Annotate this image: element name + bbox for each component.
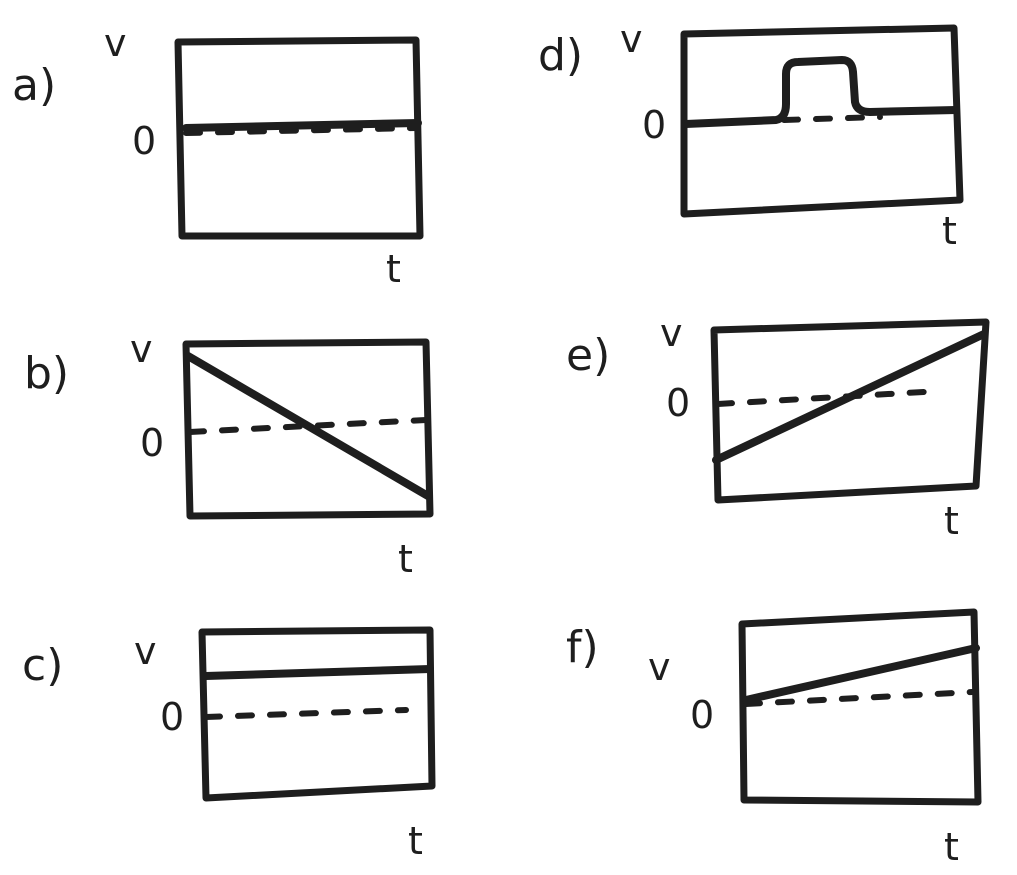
zero-line-c <box>203 707 409 720</box>
panel-label-e: e) <box>566 330 610 381</box>
zero-line-d <box>781 114 883 123</box>
zero-label-d: 0 <box>642 103 666 147</box>
zero-label-e: 0 <box>666 381 690 425</box>
panel-label-b: b) <box>24 348 69 399</box>
v-axis-label-f: v <box>648 645 671 689</box>
velocity-curve-f <box>742 644 980 704</box>
velocity-curve-c <box>202 665 434 680</box>
graph-f: f) v 0 t <box>566 608 982 869</box>
zero-line-f <box>743 689 975 707</box>
graph-a: a) v 0 t <box>12 21 424 291</box>
zero-line-b <box>187 417 429 435</box>
zero-label-f: 0 <box>690 693 714 737</box>
zero-line-a <box>183 125 419 136</box>
v-axis-label-d: v <box>620 17 643 61</box>
v-axis-label-e: v <box>660 311 683 355</box>
panel-label-c: c) <box>22 640 63 691</box>
zero-label-c: 0 <box>160 695 184 739</box>
plot-frame-e <box>710 318 990 504</box>
plot-frame-d <box>680 24 964 218</box>
t-axis-label-c: t <box>408 819 423 863</box>
graph-e: e) v 0 t <box>566 311 990 543</box>
t-axis-label-a: t <box>386 247 401 291</box>
zero-label-b: 0 <box>140 421 164 465</box>
plot-frame-a <box>174 36 424 240</box>
graph-b: b) v 0 t <box>24 327 434 581</box>
velocity-curve-d <box>682 56 960 128</box>
velocity-curve-e <box>712 330 988 464</box>
graph-d: d) v 0 t <box>538 17 964 253</box>
zero-label-a: 0 <box>132 119 156 163</box>
plot-frame-b <box>182 338 434 520</box>
t-axis-label-d: t <box>942 209 957 253</box>
t-axis-label-f: t <box>944 825 959 869</box>
velocity-curve-b <box>184 352 432 500</box>
zero-line-e <box>715 388 943 407</box>
v-axis-label-b: v <box>130 327 153 371</box>
t-axis-label-b: t <box>398 537 413 581</box>
panel-label-a: a) <box>12 60 56 111</box>
plot-frame-f <box>738 608 982 806</box>
panel-label-d: d) <box>538 30 583 81</box>
plot-frame-c <box>198 626 436 802</box>
graph-c: c) v 0 t <box>22 626 436 863</box>
t-axis-label-e: t <box>944 499 959 543</box>
panel-label-f: f) <box>566 622 599 673</box>
v-axis-label-a: v <box>104 21 127 65</box>
v-axis-label-c: v <box>134 629 157 673</box>
velocity-curve-a <box>182 119 422 132</box>
